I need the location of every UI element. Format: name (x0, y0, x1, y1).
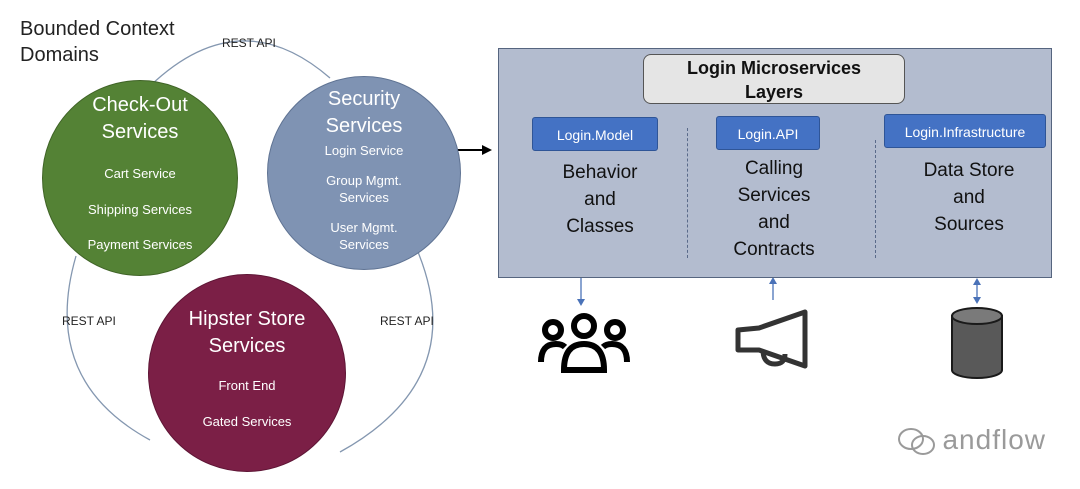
layer-pill-api: Login.API (716, 116, 820, 150)
layer-pill-infrastructure: Login.Infrastructure (884, 114, 1046, 148)
layer-pill-model: Login.Model (532, 117, 658, 151)
security-item: Login Service (324, 143, 404, 158)
checkout-item: Payment Services (87, 237, 193, 252)
security-item: User Mgmt. Services (330, 220, 398, 252)
security-item: Group Mgmt. Services (326, 173, 402, 205)
rest-api-label-left: REST API (62, 314, 116, 328)
security-title: Security Services (325, 88, 403, 137)
watermark-text: andflow (942, 424, 1046, 455)
rest-api-label-top: REST API (222, 36, 276, 50)
diagram-title: Bounded Context Domains (20, 18, 175, 66)
rest-api-label-right: REST API (380, 314, 434, 328)
checkout-item: Shipping Services (87, 202, 193, 217)
layer-desc-api: Calling Services and Contracts (733, 158, 815, 260)
users-icon (538, 313, 630, 373)
checkout-services-circle: Check-Out Services Cart Service Shipping… (42, 80, 238, 276)
wechat-logo-icon (898, 428, 935, 455)
megaphone-icon (735, 309, 808, 369)
rest-api-arc-top (149, 40, 331, 87)
divider (687, 128, 688, 258)
header-text: Login Microservices Layers (686, 58, 862, 102)
layer-desc-model: Behavior and Classes (562, 162, 638, 237)
hipster-item: Front End (218, 378, 276, 393)
rest-api-arc-left (66, 255, 151, 441)
hipster-store-circle: Hipster Store Services Front End Gated S… (148, 274, 346, 472)
security-services-circle: Security Services Login Service Group Mg… (267, 76, 461, 270)
divider (875, 140, 876, 258)
checkout-item: Cart Service (104, 166, 176, 181)
login-arrow-head (482, 145, 492, 155)
hipster-item: Gated Services (202, 414, 292, 429)
layer-desc-infrastructure: Data Store and Sources (923, 160, 1015, 235)
database-icon (951, 307, 1003, 379)
login-microservices-header: Login Microservices Layers (643, 54, 905, 104)
hipster-title: Hipster Store Services (188, 308, 306, 357)
checkout-title: Check-Out Services (92, 94, 188, 143)
rest-api-arc-right (339, 251, 434, 453)
